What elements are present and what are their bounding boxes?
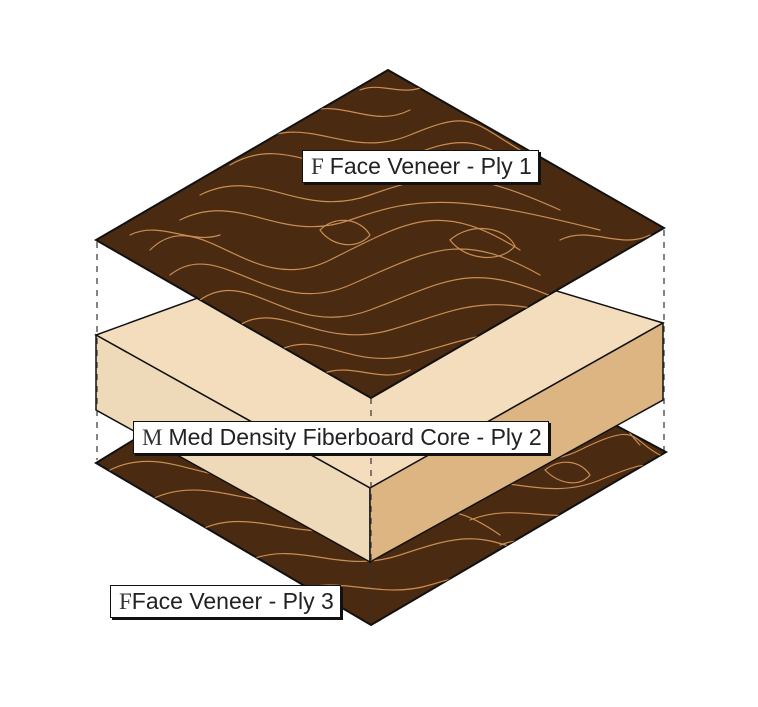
label-ply-2-glyph: M (142, 425, 163, 450)
label-ply-1-glyph: F (311, 154, 324, 179)
label-ply-2-text: Med Density Fiberboard Core - Ply 2 (168, 424, 542, 450)
label-ply-3-text: Face Veneer - Ply 3 (131, 588, 334, 614)
label-ply-1-text: Face Veneer - Ply 1 (329, 153, 532, 179)
label-ply-3: FFace Veneer - Ply 3 (110, 585, 341, 618)
label-ply-3-glyph: F (119, 589, 132, 614)
